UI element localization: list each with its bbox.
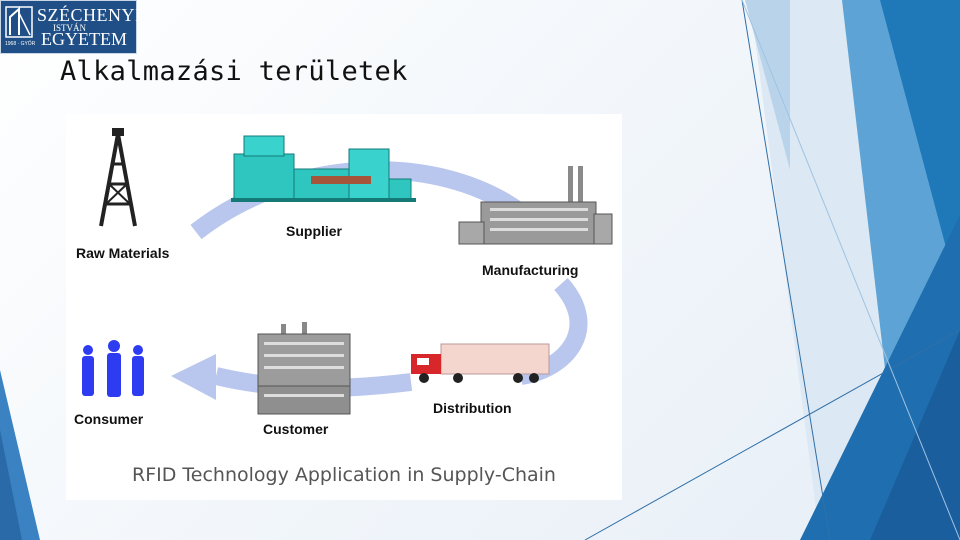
delivery-truck-icon	[411, 343, 550, 383]
slide-title: Alkalmazási területek	[60, 56, 408, 87]
label-raw-materials: Raw Materials	[76, 245, 170, 261]
flow-arrowhead	[171, 354, 216, 400]
label-consumer: Consumer	[74, 411, 144, 427]
logo-year: 1968 · GYŐR	[5, 41, 36, 47]
factory-icon	[458, 166, 613, 245]
customer-building-icon	[257, 322, 351, 415]
university-logo: SZÉCHENYI ISTVÁN EGYETEM 1968 · GYŐR	[0, 0, 141, 54]
supplier-plant-icon	[231, 135, 416, 202]
figure-caption: RFID Technology Application in Supply-Ch…	[132, 464, 556, 486]
label-supplier: Supplier	[286, 223, 343, 239]
bridge-icon	[5, 6, 33, 38]
label-customer: Customer	[263, 421, 329, 437]
logo-text-line2: ISTVÁN	[53, 23, 86, 33]
label-manufacturing: Manufacturing	[482, 262, 578, 278]
consumer-people-icon	[82, 340, 144, 397]
logo-text-line3: EGYETEM	[41, 29, 127, 49]
supply-chain-figure: Raw Materials Supplier Manufacturing Dis…	[66, 114, 622, 500]
label-distribution: Distribution	[433, 400, 512, 416]
oil-derrick-icon	[99, 128, 137, 227]
supply-chain-diagram: Raw Materials Supplier Manufacturing Dis…	[74, 128, 613, 437]
logo-text-line1: SZÉCHENYI	[37, 5, 142, 25]
